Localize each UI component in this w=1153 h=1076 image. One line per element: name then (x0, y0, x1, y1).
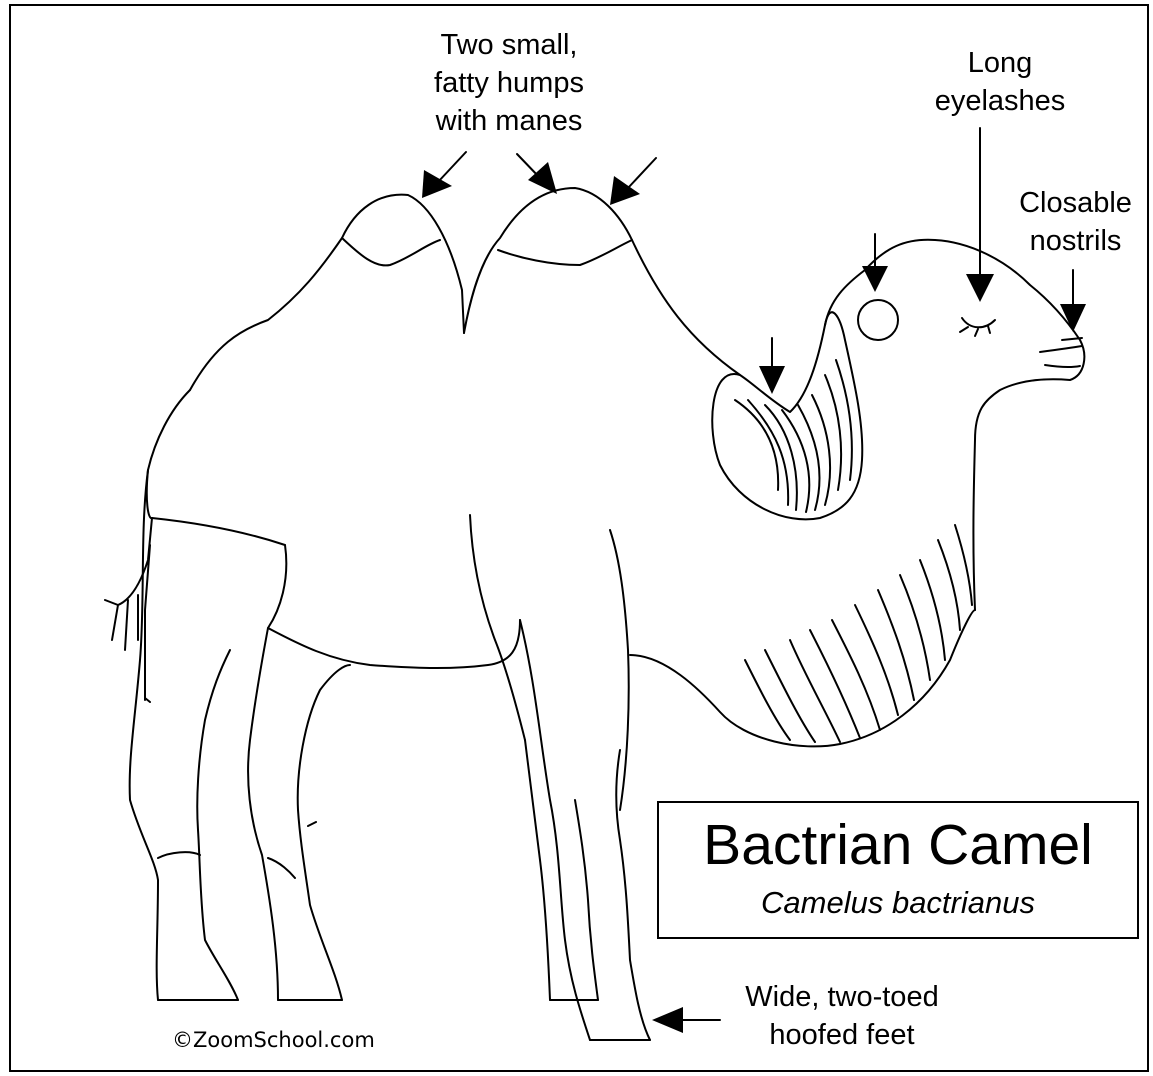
arrow-eye (862, 234, 888, 292)
diagram-title: Bactrian Camel (659, 815, 1137, 875)
arrow-eyelashes (966, 128, 994, 302)
arrow-hump-1 (422, 152, 466, 198)
leg-joint-marks (145, 698, 316, 878)
label-nostrils: Closable nostrils (998, 184, 1153, 260)
eyelash-line (960, 318, 995, 336)
front-leg-near (520, 620, 650, 1040)
arrow-nostrils (1060, 270, 1086, 332)
camel-back (190, 238, 342, 390)
front-hump (342, 195, 464, 333)
label-eyelashes: Long eyelashes (910, 44, 1090, 120)
camel-head (865, 240, 1084, 610)
arrow-mane (759, 338, 785, 394)
body-rear (147, 390, 190, 518)
chest-mane (630, 610, 975, 746)
camel-tail (105, 518, 152, 700)
label-humps: Two small, fatty humps with manes (404, 26, 614, 140)
chest-strokes (745, 525, 972, 742)
label-feet: Wide, two-toed hoofed feet (712, 978, 972, 1054)
camel-eye (858, 300, 898, 340)
body-belly (152, 518, 520, 668)
rear-hump (464, 188, 632, 333)
rear-leg-back (248, 545, 350, 1000)
credit-text: ©ZoomSchool.com (172, 1028, 375, 1052)
front-body-line (470, 515, 629, 810)
arrow-feet (652, 1007, 720, 1033)
front-leg-far (525, 740, 598, 1000)
camel-mouth (1040, 338, 1082, 367)
arrow-hump-3 (610, 158, 656, 205)
rear-leg-far (130, 470, 238, 1000)
mane-strokes (735, 360, 852, 512)
arrow-hump-2 (517, 154, 557, 194)
scientific-name: Camelus bactrianus (659, 885, 1137, 921)
title-box: Bactrian Camel Camelus bactrianus (657, 801, 1139, 939)
